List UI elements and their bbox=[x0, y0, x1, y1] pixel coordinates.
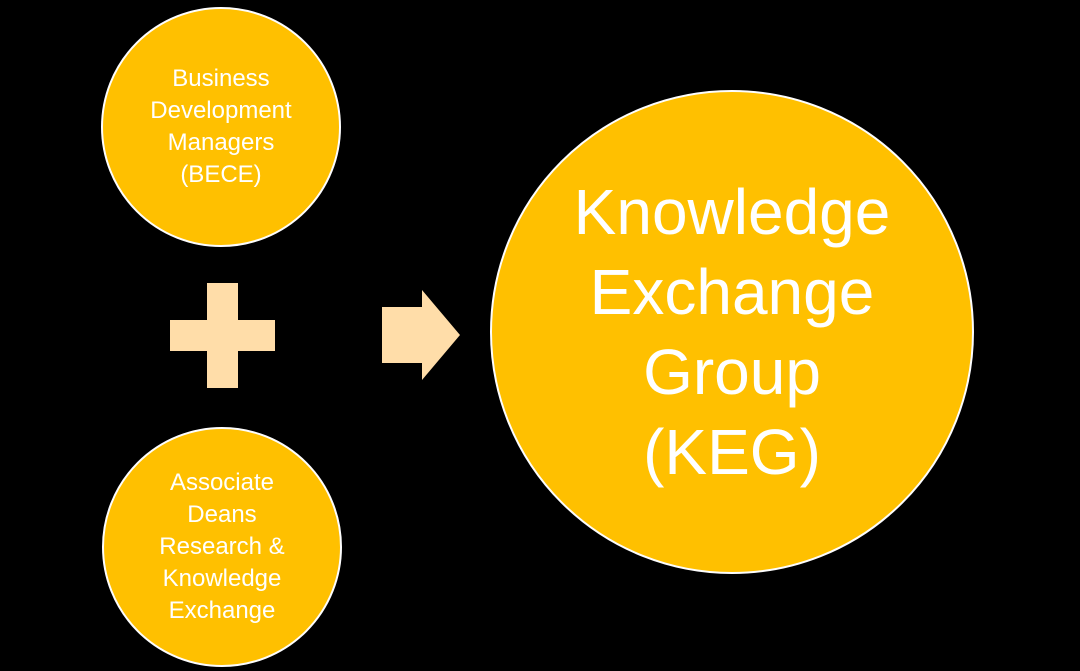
adrke-line-5: Exchange bbox=[168, 597, 276, 624]
keg-line-4: (KEG) bbox=[643, 416, 821, 488]
right-arrow-icon bbox=[382, 290, 460, 380]
bdm-line-4: (BECE) bbox=[180, 161, 262, 188]
plus-vertical-bar bbox=[207, 283, 238, 388]
bdm-circle-label: Business Development Managers (BECE) bbox=[150, 63, 291, 191]
adrke-circle-label: Associate Deans Research & Knowledge Exc… bbox=[159, 467, 284, 627]
keg-circle-label: Knowledge Exchange Group (KEG) bbox=[574, 172, 891, 492]
adrke-line-4: Knowledge bbox=[162, 565, 282, 592]
adrke-line-1: Associate bbox=[169, 469, 275, 496]
plus-icon bbox=[170, 283, 275, 388]
bdm-circle: Business Development Managers (BECE) bbox=[101, 7, 341, 247]
keg-line-1: Knowledge bbox=[573, 176, 891, 248]
bdm-line-3: Managers bbox=[167, 129, 275, 156]
bdm-line-1: Business bbox=[172, 65, 270, 92]
adrke-line-2: Deans bbox=[187, 501, 257, 528]
bdm-line-2: Development bbox=[150, 97, 292, 124]
adrke-circle: Associate Deans Research & Knowledge Exc… bbox=[102, 427, 342, 667]
right-arrow-body bbox=[382, 307, 422, 363]
adrke-line-3: Research & bbox=[159, 533, 285, 560]
keg-line-3: Group bbox=[643, 336, 821, 408]
right-arrow-head bbox=[422, 290, 460, 380]
keg-line-2: Exchange bbox=[589, 256, 875, 328]
keg-circle: Knowledge Exchange Group (KEG) bbox=[490, 90, 974, 574]
